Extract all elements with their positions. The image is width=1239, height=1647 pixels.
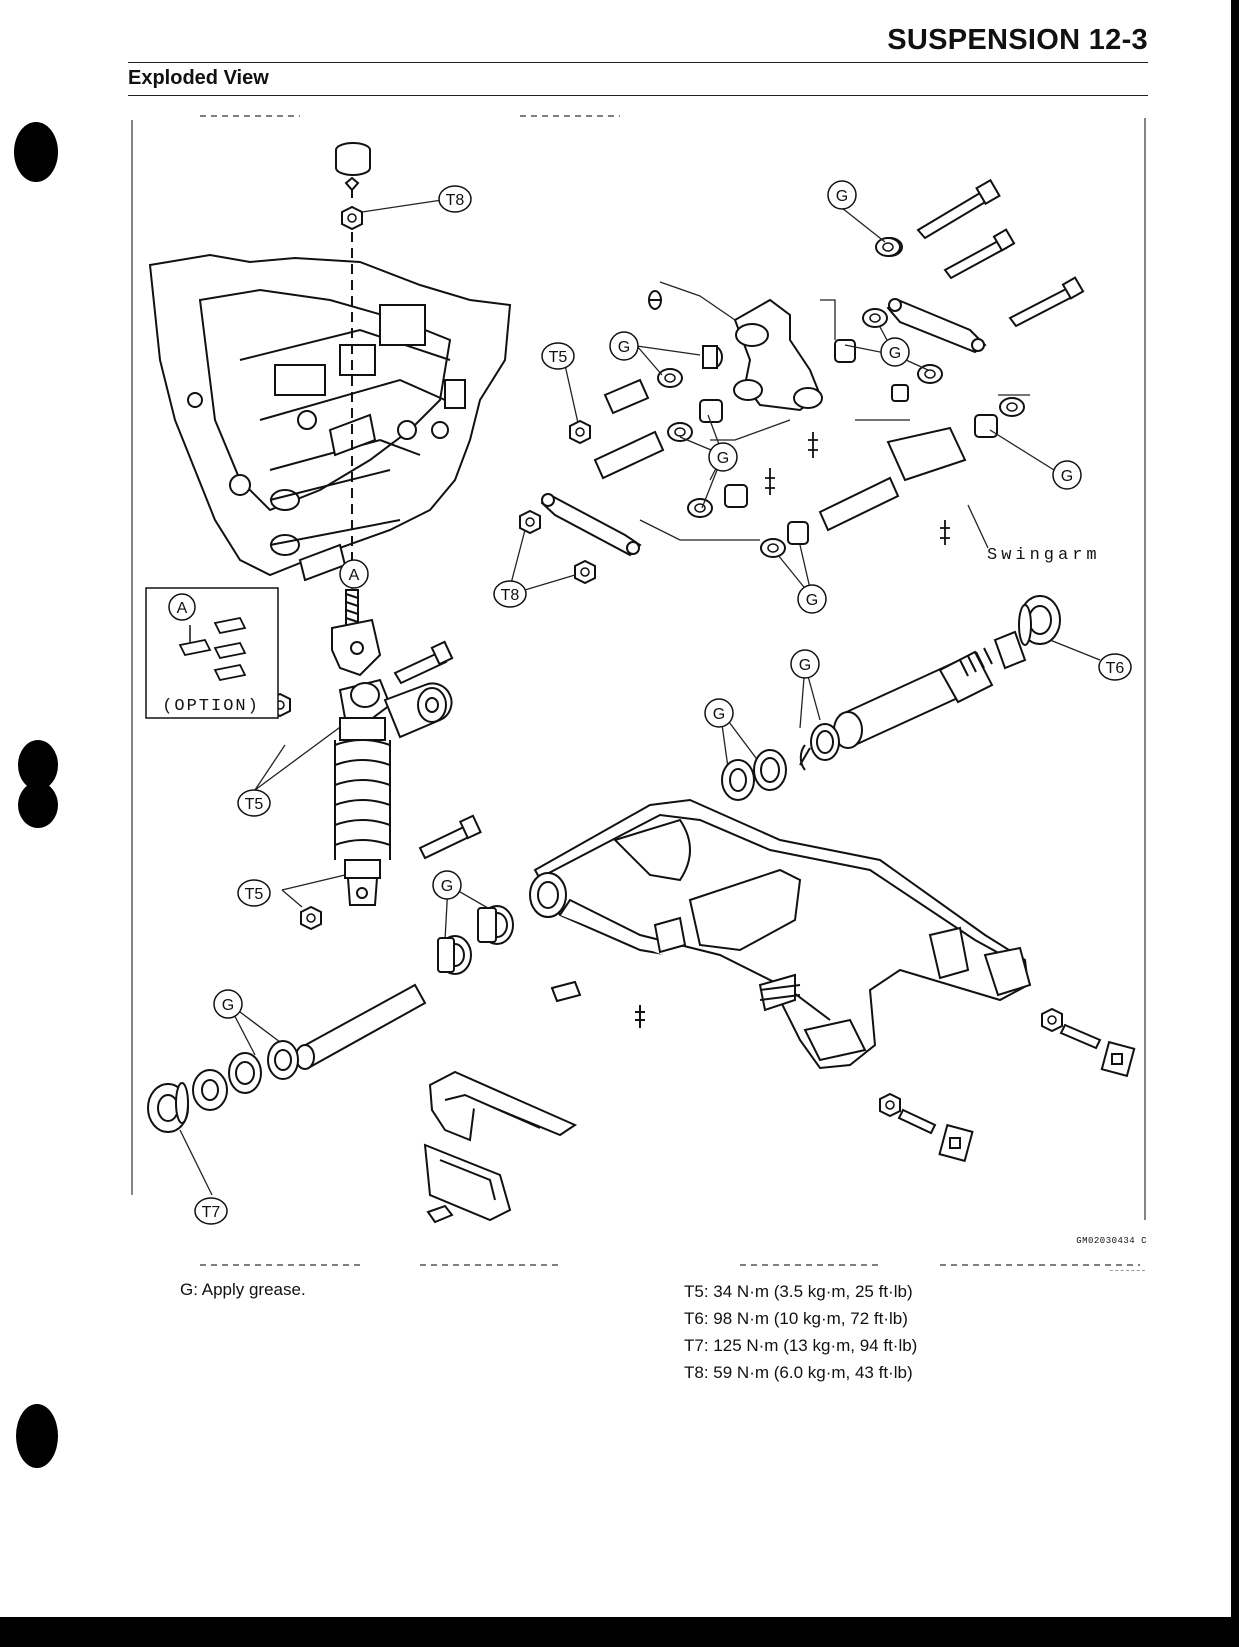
callout-g-pivot-a: G [790,649,820,679]
grease-fittings [765,432,950,545]
footer-dash-rule [1110,1270,1145,1271]
svg-text:T6: T6 [1106,660,1125,677]
callout-labels: T8 G T5 G G G G A T8 G A G T6 G T5 T5 G … [168,180,1132,1225]
pivot-shaft-assembly [721,595,1061,801]
page-title: SUSPENSION 12-3 [887,24,1148,56]
swingarm-label: Swingarm [987,546,1101,565]
callout-a-frame: A [339,559,369,589]
callout-t5-shock-top: T5 [237,789,271,817]
svg-text:G: G [618,339,630,356]
linkage-bolts [875,178,1085,328]
diagram-frame [131,115,1146,1266]
torque-spec-t6: T6: 98 N·m (10 kg·m, 72 ft·lb) [684,1309,908,1328]
section-rule [128,95,1148,96]
callout-t7: T7 [194,1197,228,1225]
option-label: (OPTION) [162,697,260,716]
svg-text:G: G [1061,468,1073,485]
torque-spec-t8: T8: 59 N·m (6.0 kg·m, 43 ft·lb) [684,1363,913,1382]
svg-text:G: G [806,592,818,609]
callout-g-swingarm: G [432,870,462,900]
torque-specs: T5: 34 N·m (3.5 kg·m, 25 ft·lb) T6: 98 N… [684,1278,917,1386]
section-title: Exploded View [128,67,269,89]
callout-t5-shock-bottom: T5 [237,879,271,907]
callout-t5-linkage: T5 [541,342,575,370]
punch-hole-bottom [16,1404,58,1468]
svg-text:G: G [799,657,811,674]
svg-text:T5: T5 [549,349,568,366]
svg-text:T8: T8 [501,587,520,604]
chain-adjusters [879,1008,1136,1163]
callout-g-linkage-c: G [708,442,738,472]
page-header: SUSPENSION 12-3 Exploded View [128,20,1148,96]
svg-text:G: G [889,345,901,362]
rocker-arm [648,290,823,412]
callout-g-linkage-b: G [880,337,910,367]
torque-spec-t7: T7: 125 N·m (13 kg·m, 94 ft·lb) [684,1336,918,1355]
callout-t8-top: T8 [438,185,472,213]
svg-text:G: G [713,706,725,723]
shim-option-box [145,587,279,719]
top-cap [335,142,371,560]
callout-a-option: A [168,593,196,621]
scan-edge-bottom [0,1617,1239,1647]
frame-assembly [148,253,512,582]
grease-note: G: Apply grease. [180,1280,306,1299]
callout-g-linkage-a: G [609,331,639,361]
svg-text:A: A [349,567,360,584]
bearings-sleeves [519,308,1025,584]
punch-hole-top [14,122,58,182]
svg-text:T5: T5 [245,796,264,813]
scan-edge-right [1231,0,1239,1647]
svg-text:T8: T8 [446,192,465,209]
punch-hole-middle-a [18,740,58,790]
tie-rods [540,298,987,557]
callout-g-lower-pivot: G [213,989,243,1019]
svg-text:G: G [836,188,848,205]
svg-text:A: A [177,600,188,617]
punch-hole-middle-b [18,782,58,828]
callout-g-pivot-b: G [704,698,734,728]
lower-pivot-parts [147,905,801,1133]
shock-absorber [269,589,482,930]
drawing-code: GM02030434 C [1076,1236,1147,1246]
callout-t6: T6 [1098,653,1132,681]
svg-text:T7: T7 [202,1204,221,1221]
callout-g-top-right: G [827,180,857,210]
svg-text:T5: T5 [245,886,264,903]
callout-t8-lower: T8 [493,580,527,608]
callout-g-linkage-e: G [797,584,827,614]
svg-text:G: G [222,997,234,1014]
torque-spec-t5: T5: 34 N·m (3.5 kg·m, 25 ft·lb) [684,1282,913,1301]
svg-text:G: G [441,878,453,895]
callout-g-linkage-d: G [1052,460,1082,490]
svg-text:G: G [717,450,729,467]
header-rule [128,62,1148,63]
chain-guard [423,1070,578,1224]
swingarm-body [529,798,1032,1070]
